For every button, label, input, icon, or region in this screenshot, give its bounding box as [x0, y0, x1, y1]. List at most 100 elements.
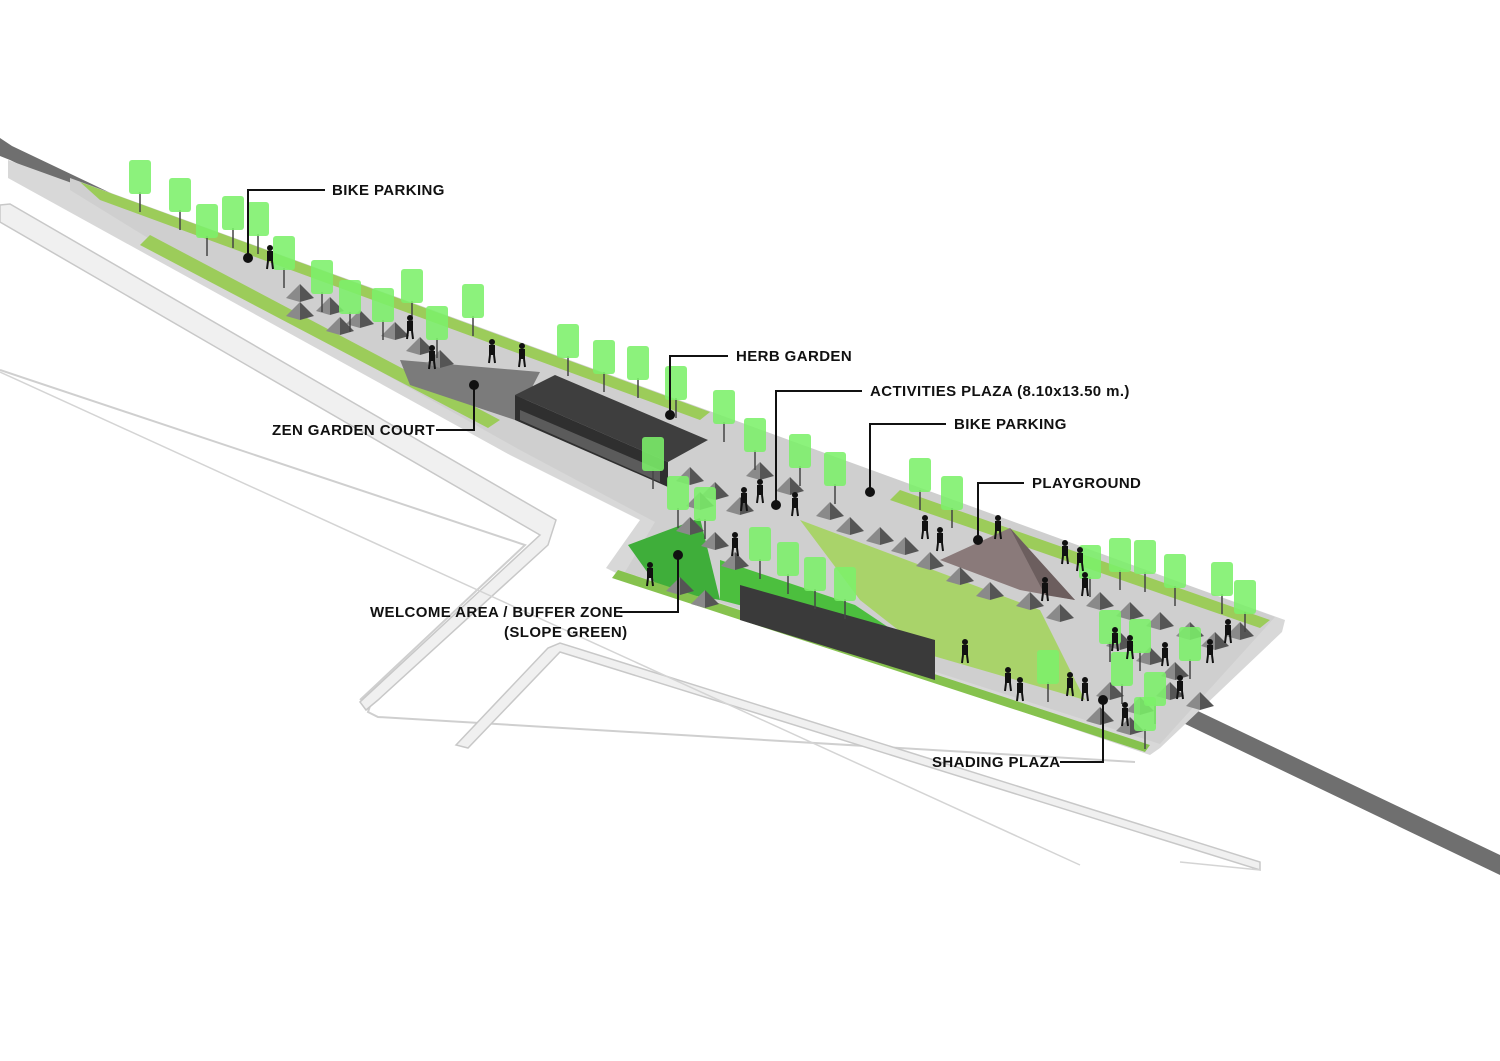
leader-shading-plaza: [1060, 700, 1104, 763]
tree: [834, 567, 856, 619]
tree: [593, 340, 615, 392]
tree: [824, 452, 846, 504]
tree: [642, 437, 664, 489]
tree: [749, 527, 771, 579]
leader-dot: [973, 535, 983, 545]
leader-dot: [469, 380, 479, 390]
person: [488, 339, 496, 364]
person: [936, 527, 944, 552]
tree: [1164, 554, 1186, 606]
pyramid-tile: [776, 477, 804, 495]
tree: [1079, 545, 1101, 597]
person: [1041, 577, 1049, 602]
pyramid-tile: [916, 552, 944, 570]
person: [1161, 642, 1169, 667]
pyramid-tile: [701, 532, 729, 550]
person: [1126, 635, 1134, 660]
person: [756, 479, 764, 504]
person: [1061, 540, 1069, 565]
tree: [941, 476, 963, 528]
pyramid-tile: [381, 322, 409, 340]
pyramid-tile: [866, 527, 894, 545]
person: [731, 532, 739, 557]
tree-canopies: [129, 160, 1256, 749]
person: [1004, 667, 1012, 692]
tree: [804, 557, 826, 609]
south-sidewalk: [454, 642, 1261, 872]
person: [1176, 675, 1184, 700]
slope-green: [628, 518, 720, 600]
tree: [1129, 619, 1151, 671]
north-green-strip: [80, 182, 710, 420]
person: [1224, 619, 1232, 644]
person: [518, 343, 526, 368]
zen-garden-gravel: [400, 360, 540, 420]
person: [428, 345, 436, 370]
person: [1076, 547, 1084, 572]
person: [1081, 677, 1089, 702]
tree: [311, 260, 333, 312]
playground-pyramid-shade: [1010, 528, 1075, 600]
pyramid-tile: [666, 577, 694, 595]
activities-lawn: [800, 520, 1085, 700]
leader-dot: [1098, 695, 1108, 705]
label-bike-parking-north: BIKE PARKING: [332, 182, 445, 199]
tree: [247, 202, 269, 254]
pyramid-tile: [946, 567, 974, 585]
person: [1121, 702, 1129, 727]
tree: [789, 434, 811, 486]
tree: [196, 204, 218, 256]
label-zen-garden-court: ZEN GARDEN COURT: [272, 422, 435, 439]
people-figures: [266, 245, 1232, 727]
tree: [1111, 652, 1133, 704]
pyramid-tile: [746, 462, 774, 480]
annotation-bike-parking-north: BIKE PARKING: [243, 182, 445, 263]
street-edge: [0, 371, 1081, 866]
leader-dot: [665, 410, 675, 420]
tree: [129, 160, 151, 212]
pyramid-tile: [1186, 692, 1214, 710]
tree: [713, 390, 735, 442]
tree: [1037, 650, 1059, 702]
pyramid-tile: [836, 517, 864, 535]
tree: [777, 542, 799, 594]
person: [1206, 639, 1214, 664]
annotation-zen-garden-court: ZEN GARDEN COURT: [272, 380, 479, 439]
person: [994, 515, 1002, 540]
street-edge-2: [1179, 861, 1261, 871]
leader-dot: [865, 487, 875, 497]
tree: [667, 476, 689, 528]
pyramid-tile: [1086, 592, 1114, 610]
person: [921, 515, 929, 540]
park-surface: [70, 178, 1275, 744]
pyramid-tile: [286, 302, 314, 320]
tree: [694, 487, 716, 539]
pyramid-tile: [1096, 682, 1124, 700]
person: [266, 245, 274, 270]
leader-dot: [673, 550, 683, 560]
pyramid-tile: [676, 517, 704, 535]
annotation-shading-plaza: SHADING PLAZA: [932, 695, 1108, 771]
tree: [462, 284, 484, 336]
tree: [744, 418, 766, 470]
leader-herb-garden: [669, 355, 728, 415]
leader-playground: [977, 482, 1024, 540]
label-bike-parking-east: BIKE PARKING: [954, 416, 1067, 433]
person: [961, 639, 969, 664]
leader-activities-plaza: [775, 390, 862, 505]
tree: [627, 346, 649, 398]
pyramid-tile: [816, 502, 844, 520]
tree: [339, 280, 361, 332]
annotation-bike-parking-east: BIKE PARKING: [865, 416, 1067, 497]
label-welcome-area-line1: WELCOME AREA / BUFFER ZONE: [370, 604, 623, 621]
label-shading-plaza: SHADING PLAZA: [932, 754, 1061, 771]
label-welcome-area-line2: (SLOPE GREEN): [504, 624, 628, 641]
tree: [1211, 562, 1233, 614]
tree: [1134, 697, 1156, 749]
leader-dot: [771, 500, 781, 510]
pyramid-tile: [891, 537, 919, 555]
person: [1081, 572, 1089, 597]
tree: [426, 306, 448, 358]
